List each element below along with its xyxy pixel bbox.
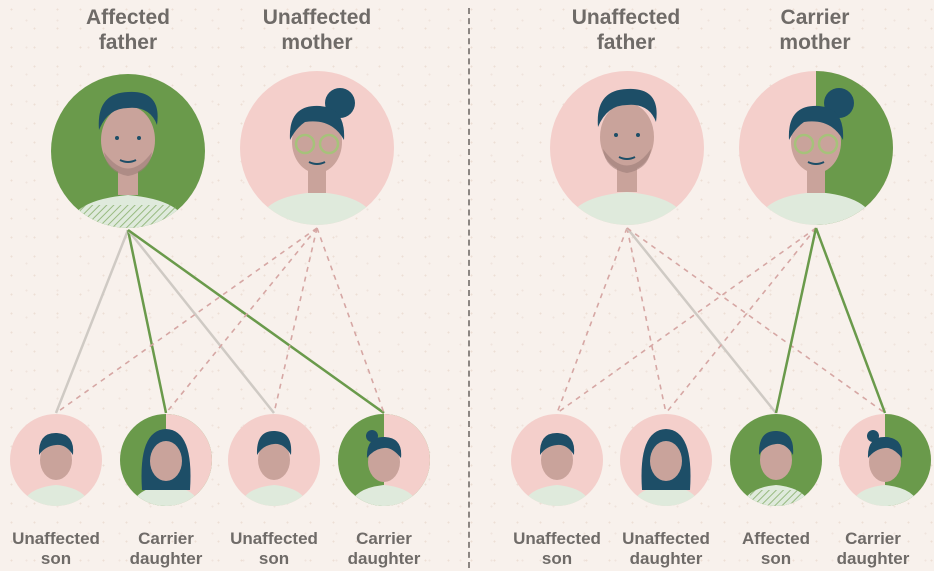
line-father-to-daughter1-r <box>626 227 667 414</box>
line-father-to-son1 <box>54 229 130 414</box>
left-child-4-carrier-daughter-avatar <box>338 414 430 506</box>
left-child-2-carrier-daughter-avatar <box>120 414 212 506</box>
line-mother-to-daughter1 <box>165 227 318 414</box>
right-connector-lines <box>556 227 887 414</box>
left-connector-lines <box>54 227 385 415</box>
affected-father-avatar <box>51 74 205 228</box>
right-child-4-carrier-daughter-avatar <box>839 414 931 506</box>
line-father-to-daughter2-r <box>626 227 886 414</box>
line-mother-to-son2-r <box>774 227 818 414</box>
line-father-to-daughter2 <box>127 228 385 415</box>
carrier-mother-avatar <box>739 71 893 225</box>
line-mother-to-daughter2 <box>316 227 385 414</box>
line-father-to-son1-r <box>556 227 628 414</box>
unaffected-mother-avatar <box>240 71 394 225</box>
unaffected-father-avatar <box>550 71 704 225</box>
line-mother-to-son1 <box>55 227 318 414</box>
line-mother-to-son1-r <box>556 227 817 414</box>
right-child-2-unaffected-daughter-avatar <box>620 414 712 506</box>
left-child-3-unaffected-son-avatar <box>228 414 320 506</box>
line-mother-to-son2 <box>273 227 318 414</box>
line-mother-to-daughter2-r <box>814 227 887 414</box>
right-child-3-affected-son-avatar <box>730 414 822 506</box>
left-child-1-unaffected-son-avatar <box>10 414 102 506</box>
line-father-to-son2-r <box>626 227 777 414</box>
line-father-to-daughter1 <box>126 229 168 414</box>
panel-divider <box>468 8 470 568</box>
line-mother-to-daughter1-r <box>665 227 817 414</box>
line-father-to-son2 <box>127 229 275 414</box>
right-child-1-unaffected-son-avatar <box>511 414 603 506</box>
